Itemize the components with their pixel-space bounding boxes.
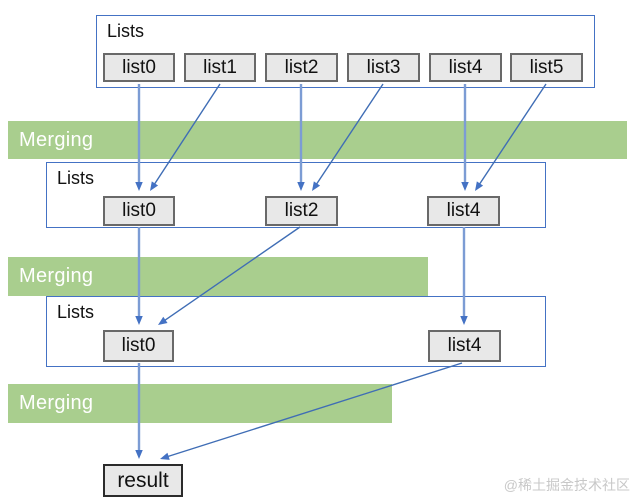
list-box-list1-row1: list1 — [184, 53, 256, 82]
merging-band-1: Merging — [8, 121, 627, 159]
list-box-list2-row2: list2 — [265, 196, 338, 226]
result-box: result — [103, 464, 183, 497]
merging-band-label: Merging — [19, 265, 94, 287]
merging-band-label: Merging — [19, 392, 94, 414]
merging-band-label: Merging — [19, 128, 94, 151]
lists-container-title: Lists — [57, 168, 95, 188]
list-box-list5-row1: list5 — [510, 53, 583, 82]
list-box-list0-row3: list0 — [103, 330, 174, 362]
list-box-list2-row1: list2 — [265, 53, 338, 82]
list-box-list4-row3: list4 — [428, 330, 501, 362]
merge-arrowhead-10 — [160, 452, 170, 460]
lists-container-title: Lists — [107, 21, 145, 41]
lists-container-title: Lists — [57, 302, 95, 322]
watermark-text: @稀土掘金技术社区 — [503, 477, 630, 493]
list-box-list0-row2: list0 — [103, 196, 175, 226]
merging-band-2: Merging — [8, 257, 428, 296]
merge-arrowhead-9 — [135, 450, 143, 459]
list-box-list4-row1: list4 — [429, 53, 502, 82]
merging-band-3: Merging — [8, 384, 392, 423]
list-box-list0-row1: list0 — [103, 53, 175, 82]
list-box-list3-row1: list3 — [347, 53, 420, 82]
list-box-list4-row2: list4 — [427, 196, 500, 226]
